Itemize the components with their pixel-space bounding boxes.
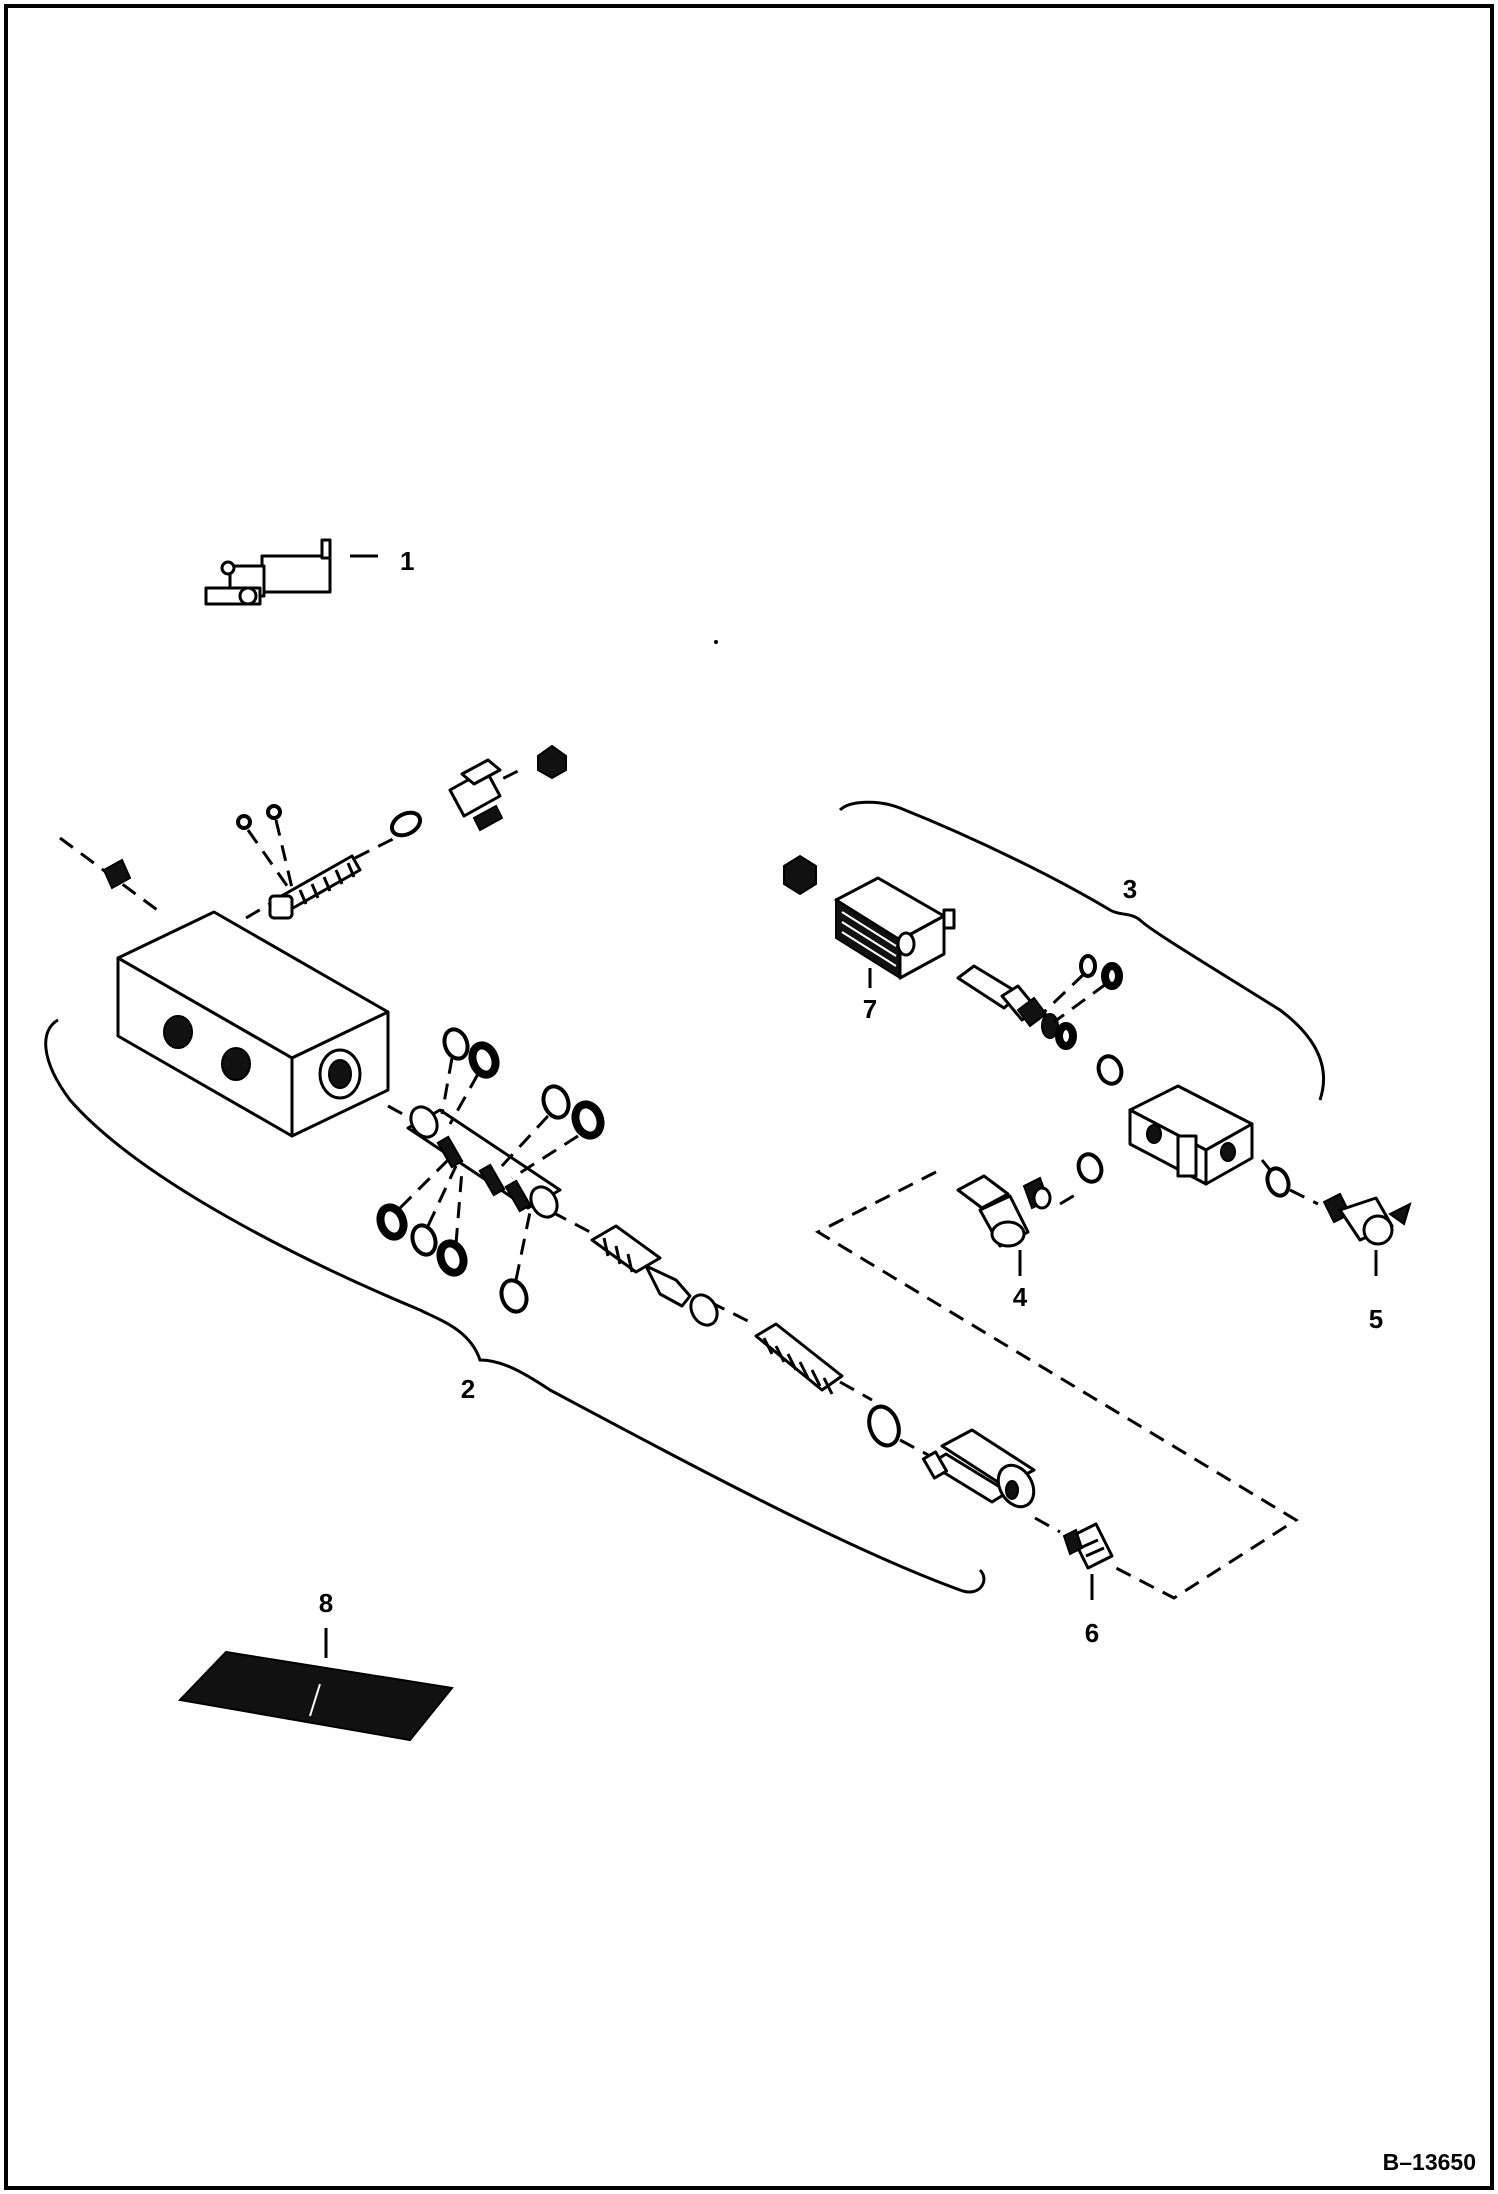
callout-1: 1 <box>400 546 414 576</box>
part-7-solenoid-coil <box>834 876 956 980</box>
solenoid-stem <box>956 954 1123 1050</box>
end-plug <box>921 1428 1036 1509</box>
callout-7: 7 <box>863 994 877 1024</box>
callout-6: 6 <box>1085 1618 1099 1648</box>
axis-dash-13 <box>1289 1188 1319 1206</box>
o-ring-3c <box>1265 1166 1291 1198</box>
axis-dash-5 <box>387 1104 411 1120</box>
diagram-code: B–13650 <box>1383 2149 1476 2175</box>
page-border <box>4 4 1494 2190</box>
o-ring-3a <box>1096 1054 1124 1086</box>
dashed-link-frame <box>814 1170 1299 1600</box>
valve-block <box>116 910 390 1138</box>
spool-assembly <box>376 1027 605 1314</box>
axis-dash-8 <box>839 1380 873 1402</box>
axis-dash-12 <box>1260 1159 1272 1171</box>
o-ring-3b <box>1076 1152 1104 1184</box>
axis-dash-3 <box>354 836 396 860</box>
upper-stem-assembly <box>236 744 567 920</box>
spring <box>754 1322 844 1395</box>
callout-5: 5 <box>1369 1304 1383 1334</box>
part-6-fitting <box>1062 1522 1114 1570</box>
callout-4: 4 <box>1013 1282 1028 1312</box>
callout-2: 2 <box>461 1374 475 1404</box>
part-1-switch <box>204 538 332 606</box>
axis-dash-10 <box>1034 1516 1061 1534</box>
part-5-tee-fitting <box>1322 1192 1412 1246</box>
coil-nut <box>783 854 817 896</box>
set-screw <box>102 858 132 890</box>
axis-dash-6 <box>551 1210 591 1234</box>
stray-mark <box>714 640 718 644</box>
callout-3: 3 <box>1123 874 1137 904</box>
callout-8: 8 <box>319 1588 333 1618</box>
poppet <box>590 1224 719 1327</box>
axis-dash-2 <box>245 890 291 920</box>
part-4-elbow-fitting <box>956 1174 1052 1248</box>
o-ring-large <box>867 1404 901 1448</box>
small-valve-body <box>1128 1084 1254 1186</box>
axis-dash-11 <box>1059 1190 1081 1206</box>
part-8-decal <box>177 1650 454 1742</box>
axis-dash-9 <box>899 1438 931 1458</box>
brace-assembly-3 <box>838 800 1326 1101</box>
brace-assembly-2 <box>44 1018 986 1594</box>
